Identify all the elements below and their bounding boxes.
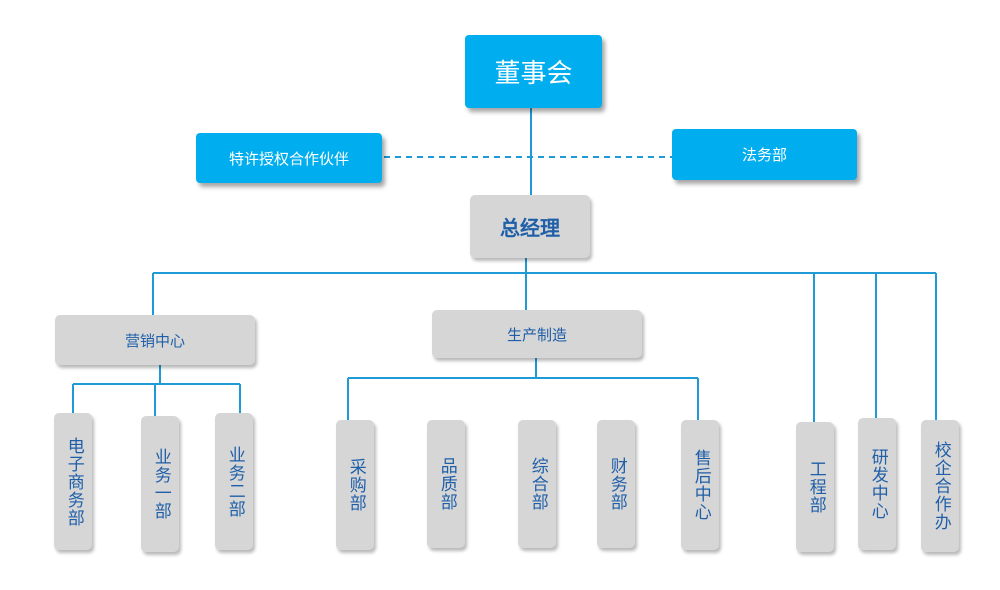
node-production-label: 生产制造 <box>506 325 567 344</box>
node-sales-1-label: 业务一部 <box>150 448 171 520</box>
node-board: 董事会 <box>465 35 602 108</box>
node-marketing-label: 营销中心 <box>124 331 185 350</box>
node-rd-center: 研发中心 <box>858 418 896 550</box>
node-finance-label: 财务部 <box>606 457 627 511</box>
node-after-sales: 售后中心 <box>681 420 719 550</box>
node-general-affairs-label: 综合部 <box>527 457 548 511</box>
node-general-affairs: 综合部 <box>518 420 556 548</box>
node-marketing: 营销中心 <box>55 315 255 365</box>
node-sales-1: 业务一部 <box>141 416 179 552</box>
node-purchasing: 采购部 <box>336 420 374 550</box>
node-rd-center-label: 研发中心 <box>867 448 888 520</box>
node-quality: 品质部 <box>427 420 465 548</box>
node-school-enterprise-label: 校企合作办 <box>930 441 951 531</box>
node-board-label: 董事会 <box>494 59 573 89</box>
node-sales-2: 业务二部 <box>215 413 253 550</box>
node-ecommerce-label: 电子商务部 <box>63 436 84 527</box>
node-legal: 法务部 <box>672 129 857 180</box>
node-sales-2-label: 业务二部 <box>224 445 245 518</box>
node-production: 生产制造 <box>432 310 642 358</box>
node-engineering-label: 工程部 <box>805 460 826 514</box>
node-legal-label: 法务部 <box>741 146 787 164</box>
node-engineering: 工程部 <box>796 422 834 552</box>
node-after-sales-label: 售后中心 <box>690 449 711 521</box>
node-partner-label: 特许授权合作伙伴 <box>228 149 349 168</box>
node-quality-label: 品质部 <box>436 457 457 511</box>
node-finance: 财务部 <box>597 420 635 548</box>
node-purchasing-label: 采购部 <box>345 458 366 512</box>
node-gm-label: 总经理 <box>500 216 560 240</box>
node-school-enterprise: 校企合作办 <box>921 420 959 552</box>
node-partner: 特许授权合作伙伴 <box>196 133 382 183</box>
node-ecommerce: 电子商务部 <box>54 413 92 550</box>
node-general-manager: 总经理 <box>470 195 590 258</box>
